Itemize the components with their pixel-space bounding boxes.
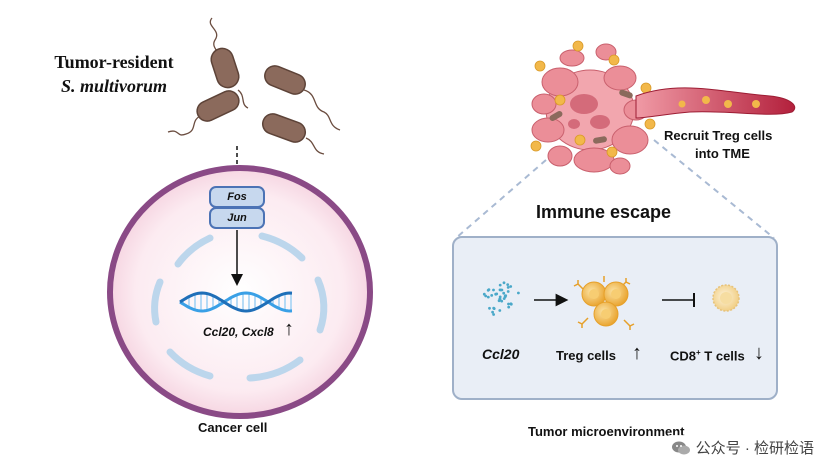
cancer-cell-label: Cancer cell: [198, 420, 268, 435]
ccl20-dot: [492, 313, 495, 316]
ccl20-chemokine-icon: [482, 281, 520, 316]
cd8-label: CD8+ T cells: [670, 348, 745, 363]
tumor-treg-cell: [606, 146, 618, 158]
up-arrow-icon: ↑: [284, 318, 294, 340]
ccl20-dot: [503, 295, 507, 299]
ccl20-dot: [498, 283, 502, 287]
tumor-treg-cell: [534, 60, 546, 72]
gene-box-fos: Fos: [209, 186, 265, 208]
tumor-bacterium: [549, 111, 563, 121]
bacteria-group: [167, 17, 341, 155]
ccl20-dot: [492, 306, 496, 310]
ccl20-dot: [494, 292, 498, 296]
tumor-nucleus: [568, 119, 580, 129]
tumor-cell: [531, 93, 557, 115]
tumor-treg-cell: [554, 94, 566, 106]
ccl20-dot: [491, 310, 494, 314]
tumor-treg-cell: [608, 54, 620, 66]
tumor-bacterium: [593, 136, 607, 144]
wechat-icon: [671, 441, 690, 455]
cd8-t-cell-icon: [712, 284, 740, 312]
tumor-treg-cell: [530, 140, 542, 152]
tumor-cell: [603, 65, 637, 91]
watermark: 公众号 · 检研检语: [665, 435, 820, 460]
ccl20-dot: [490, 294, 494, 297]
cd8-down-arrow-icon: ↓: [754, 342, 764, 364]
tumor-nucleus: [570, 94, 598, 114]
treg-label: Treg cells: [556, 348, 616, 363]
ccl20-dot: [500, 299, 504, 303]
ccl20-dot: [502, 291, 506, 295]
cd8-label-main: CD8: [670, 348, 697, 364]
ccl20-dot: [482, 292, 486, 296]
ccl20-dot: [506, 286, 510, 289]
ccl20-dot: [498, 309, 502, 312]
tumor-treg-cell: [572, 40, 584, 52]
ccl20-label: Ccl20: [482, 346, 520, 362]
bacterium-title: Tumor-resident: [54, 52, 174, 72]
ccl20-dot: [507, 305, 511, 309]
bacterium-species: S. multivorum: [60, 76, 168, 96]
tumor-cell: [541, 67, 579, 97]
tumor-microenvironment-box: Ccl20 Treg cells ↑ CD8+ T cells ↓: [452, 236, 778, 400]
ccl20-dot: [486, 295, 490, 299]
bacterium-icon: [264, 65, 341, 131]
watermark-text: 公众号 · 检研检语: [695, 440, 814, 457]
ccl20-dot: [502, 281, 506, 285]
treg-cells-icon: [573, 276, 635, 330]
tumor-treg-cell: [644, 118, 656, 130]
tumor-treg-cell: [574, 134, 586, 146]
tumor-cell: [547, 145, 573, 167]
tme-drawing: [482, 276, 740, 330]
tme-label: Tumor microenvironment: [528, 424, 685, 439]
tumor-cell: [559, 49, 585, 67]
cd8-label-rest: T cells: [700, 348, 745, 364]
ccl20-dot: [506, 283, 510, 286]
ccl20-dot: [509, 285, 513, 288]
nucleus-envelope: [151, 232, 328, 382]
ccl20-dot: [499, 288, 503, 292]
ccl20-dot: [509, 302, 513, 306]
zoom-line-right: [653, 139, 775, 239]
tumor-mass: [530, 40, 656, 175]
ccl20-dot: [507, 302, 510, 306]
bacterium-icon: [167, 90, 240, 136]
ccl20-dot: [498, 295, 502, 299]
bacterium-icon: [209, 17, 249, 109]
tumor-bacterium: [619, 89, 633, 99]
tumor-cell: [531, 117, 565, 143]
dna-helix-icon: [179, 291, 293, 313]
recruit-label-line1: Recruit Treg cells: [664, 128, 773, 143]
treg-up-arrow-icon: ↑: [632, 342, 642, 364]
ccl20-dot: [506, 290, 510, 293]
ccl20-dot: [488, 306, 491, 310]
recruit-label-line2: into TME: [695, 146, 750, 161]
zoom-line-left: [455, 159, 547, 239]
blood-vessel: [635, 87, 796, 119]
tumor-nucleus: [590, 115, 610, 129]
tumor-cell: [609, 157, 631, 175]
ccl20-dot: [517, 291, 520, 295]
induced-genes-label: Ccl20, Cxcl8: [203, 325, 274, 339]
dna-strand: [179, 291, 293, 313]
ccl20-dot: [487, 288, 491, 291]
cd8-label-sup: +: [696, 348, 701, 357]
tumor-cell: [611, 125, 649, 155]
immune-escape-heading: Immune escape: [536, 202, 672, 222]
gene-box-jun: Jun: [209, 207, 265, 229]
dna-strand: [179, 291, 293, 313]
ccl20-dot: [492, 288, 495, 292]
bacterium-icon: [261, 113, 325, 155]
